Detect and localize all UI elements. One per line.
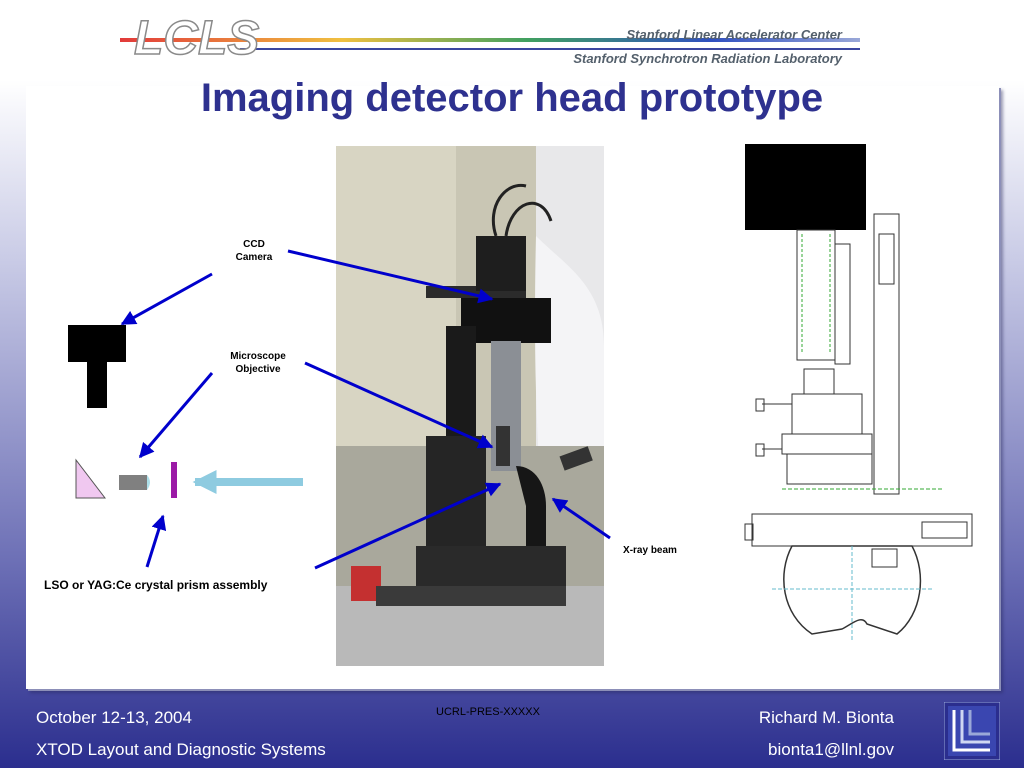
header-bar: LCLS Stanford Linear Accelerator Center … [0,0,1024,80]
schematic-camera-icon [68,325,126,408]
arrow-objective-schematic [138,372,214,459]
llnl-logo [944,702,1000,760]
arrow-ccd-schematic [120,272,213,326]
label-ccd-line2: Camera [235,252,273,263]
arrow-crystal-photo [314,482,502,570]
footer-doc-id: UCRL-PRES-XXXXX [436,706,540,718]
footer-event: XTOD Layout and Diagnostic Systems [36,740,326,759]
arrow-crystal-schematic [145,514,167,568]
label-objective-line2: Objective [235,364,281,375]
institution-slac: Stanford Linear Accelerator Center [626,27,842,42]
schematic-prism-icon [75,458,107,499]
technical-drawing [744,144,973,640]
slide-title: Imaging detector head prototype [200,76,824,120]
footer-author: Richard M. Bionta [758,708,894,727]
label-xray-beam: X-ray beam [623,545,677,556]
arrow-xray-photo [551,497,611,540]
schematic-objective-icon [119,475,147,490]
svg-text:LCLS: LCLS [134,12,259,65]
label-ccd-line1: CCD [243,239,265,250]
arrow-objective-photo [304,361,494,449]
label-microscope-objective: Microscope Objective [222,350,294,376]
footer-date: October 12-13, 2004 [36,708,192,727]
prototype-photo [336,146,604,666]
label-objective-line1: Microscope [230,351,286,362]
label-ccd-camera: CCD Camera [224,238,284,264]
arrow-ccd-photo [287,249,494,304]
label-crystal-assembly: LSO or YAG:Ce crystal prism assembly [44,578,268,592]
footer-email: bionta1@llnl.gov [768,740,894,759]
institution-ssrl: Stanford Synchrotron Radiation Laborator… [573,51,842,66]
lcls-logo: LCLS [120,11,860,66]
schematic-crystal-bar [171,462,177,498]
